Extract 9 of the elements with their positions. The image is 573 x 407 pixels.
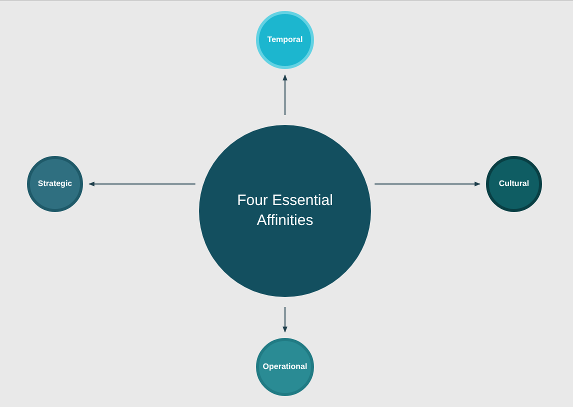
arrow [282,306,288,333]
arrow [374,182,481,186]
node-label: Cultural [498,180,530,188]
node-label: Strategic [38,180,72,188]
arrow [88,182,196,186]
arrow [282,74,288,116]
node-label: Temporal [267,36,303,44]
node-label: Operational [262,362,308,372]
node-label: Four Essential Affinities [236,190,334,231]
